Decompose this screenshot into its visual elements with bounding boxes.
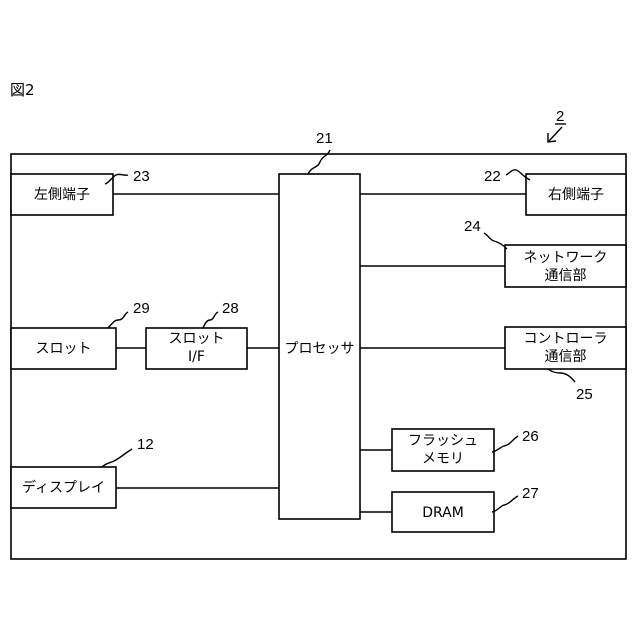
slot-if-label-line2: I/F — [188, 349, 205, 365]
leader-26 — [492, 436, 518, 452]
network-label-line1: ネットワーク — [524, 250, 608, 266]
leader-24 — [484, 233, 507, 249]
display-label: ディスプレイ — [22, 479, 105, 496]
left-terminal-label: 左側端子 — [34, 187, 90, 203]
controller-label-line1: コントローラ — [524, 331, 608, 347]
right-terminal-label: 右側端子 — [548, 187, 604, 203]
ref-12: 12 — [137, 436, 154, 453]
leader-29 — [108, 312, 128, 328]
leader-27 — [492, 496, 518, 512]
ref-21: 21 — [316, 130, 333, 147]
ref-25: 25 — [576, 386, 593, 403]
slot-label: スロット — [36, 341, 92, 357]
ref-23: 23 — [133, 168, 150, 185]
ref-26: 26 — [522, 428, 539, 445]
ref-27: 27 — [522, 485, 539, 502]
leader-12 — [102, 449, 132, 467]
figure-label: 図2 — [10, 81, 35, 99]
slot-if-label-line1: スロット — [169, 331, 225, 347]
leader-25 — [548, 369, 575, 382]
ref-24: 24 — [464, 218, 481, 235]
dram-label: DRAM — [422, 505, 464, 521]
device-ref-number: 2 — [556, 108, 564, 125]
network-label-line2: 通信部 — [545, 268, 587, 284]
device-ref-arrow — [549, 127, 562, 141]
flash-label-line1: フラッシュ — [408, 433, 478, 449]
processor-label: プロセッサ — [285, 341, 355, 357]
flash-label-line2: メモリ — [422, 451, 464, 467]
ref-29: 29 — [133, 300, 150, 317]
controller-label-line2: 通信部 — [545, 349, 587, 365]
ref-28: 28 — [222, 300, 239, 317]
ref-22: 22 — [484, 168, 501, 185]
leader-28 — [203, 312, 218, 328]
